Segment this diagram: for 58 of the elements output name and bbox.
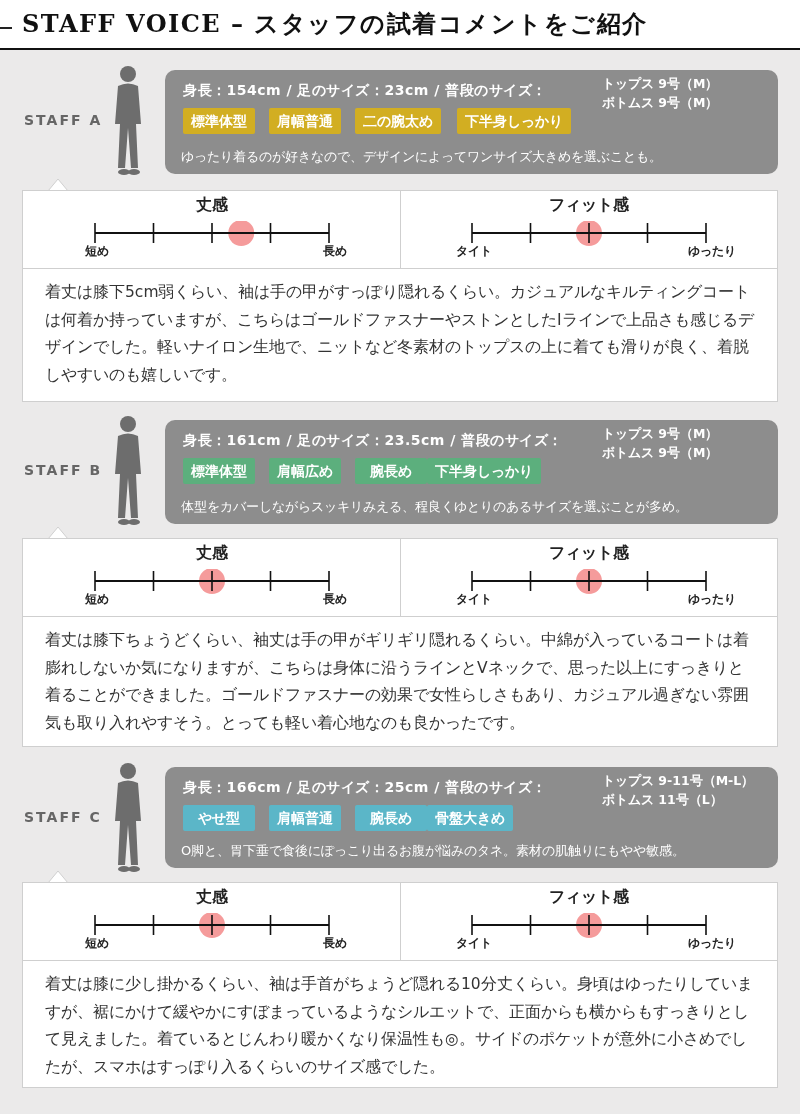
scale-end-label: 長め bbox=[323, 935, 347, 952]
scale-end-label: タイト bbox=[456, 935, 492, 952]
scale-end-label: ゆったり bbox=[688, 243, 736, 260]
comment-text: 着丈は膝に少し掛かるくらい、袖は手首がちょうど隠れる10分丈くらい。身頃はゆったりしていますが、裾にかけて緩やかにすぼまっているようなシルエットで、正面からも横からもすっきりとして見えました。着ているとじんわり暖かくなり保温性も◎。サイドのポケットが意外に小さめでしたが、スマホはすっぽり入るくらいのサイズ感でした。 bbox=[45, 974, 754, 1078]
staff-label: STAFF B bbox=[24, 462, 103, 478]
scale-title: 丈感 bbox=[196, 195, 228, 216]
size-text: トップス 9号（M） bbox=[602, 426, 719, 443]
trait-tag: 腕長め bbox=[355, 458, 427, 484]
scale-end-label: 短め bbox=[85, 591, 109, 608]
scale-end-label: 長め bbox=[323, 243, 347, 260]
size-text: ボトムス 11号（L） bbox=[602, 792, 723, 809]
scale-end-label: 短め bbox=[85, 935, 109, 952]
rating-panel bbox=[23, 883, 401, 961]
trait-tag: 肩幅広め bbox=[269, 458, 341, 484]
staff-label: STAFF C bbox=[24, 809, 102, 825]
remark-text: 体型をカバーしながらスッキリみえる、程良くゆとりのあるサイズを選ぶことが多め。 bbox=[181, 498, 688, 516]
rating-panel bbox=[23, 539, 401, 617]
review-card bbox=[22, 882, 778, 1088]
scale-end-label: 短め bbox=[85, 243, 109, 260]
profile-bubble bbox=[165, 767, 778, 868]
size-text: トップス 9号（M） bbox=[602, 76, 719, 93]
rating-panel bbox=[23, 191, 401, 269]
comment-text: 着丈は膝下5cm弱くらい、袖は手の甲がすっぽり隠れるくらい。カジュアルなキルティングコートは何着か持っていますが、こちらはゴールドファスナーやストンとしたIラインで上品さも感じるデザインでした。軽いナイロン生地で、ニットなど冬素材のトップスの上に着ても滑りが良く、着脱しやすいのも嬉しいです。 bbox=[45, 282, 755, 386]
review-card bbox=[22, 190, 778, 402]
comment-text: 着丈は膝下ちょうどくらい、袖丈は手の甲がギリギリ隠れるくらい。中綿が入っているコートは着膨れしないか気になりますが、こちらは身体に沿うラインとVネックで、思った以上にすっきりと着ることができました。ゴールドファスナーの効果で女性らしさもあり、カジュアル過ぎない雰囲気も取り入れやすそう。とっても軽い着心地なのも良かったです。 bbox=[45, 630, 750, 734]
scale-title: フィット感 bbox=[549, 887, 629, 908]
scale-end-label: タイト bbox=[456, 591, 492, 608]
remark-text: O脚と、胃下垂で食後にぽっこり出るお腹が悩みのタネ。素材の肌触りにもやや敏感。 bbox=[181, 842, 686, 860]
scale-title: フィット感 bbox=[549, 543, 629, 564]
trait-tag: 肩幅普通 bbox=[269, 108, 341, 134]
trait-tag: 標準体型 bbox=[183, 458, 255, 484]
staff-label: STAFF A bbox=[24, 112, 103, 128]
profile-bubble bbox=[165, 70, 778, 174]
trait-tag: 腕長め bbox=[355, 805, 427, 831]
trait-tag: 骨盤大きめ bbox=[427, 805, 513, 831]
trait-tag: 標準体型 bbox=[183, 108, 255, 134]
remark-text: ゆったり着るのが好きなので、デザインによってワンサイズ大きめを選ぶことも。 bbox=[181, 148, 662, 166]
page-title: STAFF VOICE – スタッフの試着コメントをご紹介 bbox=[22, 8, 648, 40]
size-text: ボトムス 9号（M） bbox=[602, 445, 719, 462]
trait-tag: 肩幅普通 bbox=[269, 805, 341, 831]
size-text: ボトムス 9号（M） bbox=[602, 95, 719, 112]
scale-end-label: ゆったり bbox=[688, 591, 736, 608]
trait-tag: 二の腕太め bbox=[355, 108, 441, 134]
trait-tag: やせ型 bbox=[183, 805, 255, 831]
profile-bubble bbox=[165, 420, 778, 524]
scale-title: 丈感 bbox=[196, 543, 228, 564]
stats-text: 身長：154cm / 足のサイズ：23cm / 普段のサイズ： bbox=[183, 82, 547, 100]
scale-end-label: タイト bbox=[456, 243, 492, 260]
stats-text: 身長：161cm / 足のサイズ：23.5cm / 普段のサイズ： bbox=[183, 432, 563, 450]
size-text: トップス 9-11号（M-L） bbox=[602, 773, 755, 790]
trait-tag: 下半身しっかり bbox=[427, 458, 541, 484]
review-card bbox=[22, 538, 778, 747]
trait-tag: 下半身しっかり bbox=[457, 108, 571, 134]
stats-text: 身長：166cm / 足のサイズ：25cm / 普段のサイズ： bbox=[183, 779, 547, 797]
scale-title: フィット感 bbox=[549, 195, 629, 216]
scale-end-label: ゆったり bbox=[688, 935, 736, 952]
scale-title: 丈感 bbox=[196, 887, 228, 908]
scale-end-label: 長め bbox=[323, 591, 347, 608]
